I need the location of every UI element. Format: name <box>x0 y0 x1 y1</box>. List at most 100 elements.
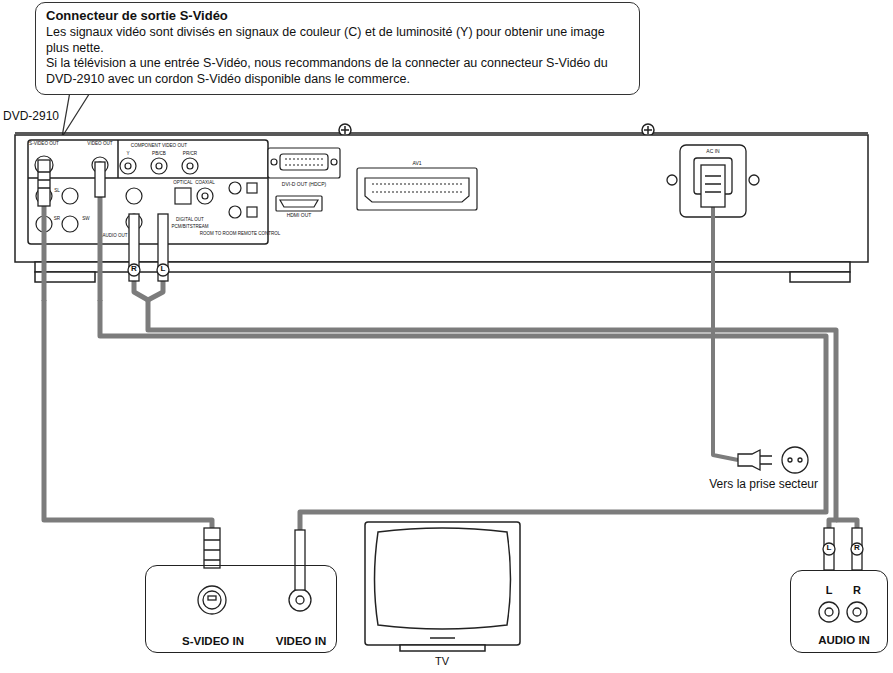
dvd-chassis <box>28 140 268 244</box>
dvd-chassis <box>28 177 268 179</box>
node-label: TV <box>435 655 449 668</box>
dvd-cables <box>42 205 47 301</box>
rear-jacks <box>175 188 191 204</box>
tv-set <box>365 522 520 651</box>
jack-letter: L <box>826 584 833 596</box>
rear-jacks <box>197 188 213 204</box>
dvi-hdmi-scart <box>268 148 340 178</box>
dvi-hdmi-scart <box>357 168 477 210</box>
node-label: AUDIO IN <box>818 634 870 647</box>
power-plug <box>782 447 808 473</box>
port-label: SR <box>54 216 60 221</box>
ac-inlet <box>680 145 746 217</box>
tv-plugs <box>823 543 835 555</box>
port-label: PR/CR <box>183 151 197 156</box>
rear-jacks <box>35 156 257 232</box>
node-label: S-VIDEO IN <box>182 635 244 648</box>
port-label: VIDEO OUT <box>87 141 112 146</box>
rear-jacks <box>125 163 131 169</box>
dvd-chassis <box>341 126 349 134</box>
tv-set <box>375 528 511 629</box>
plug-letter: R <box>854 544 860 553</box>
dvi-hdmi-scart <box>280 154 328 170</box>
jack-letter: R <box>853 584 861 596</box>
port-label: HDMI OUT <box>287 213 312 219</box>
audio-input-panel: AUDIO IN <box>790 570 888 653</box>
power-plug <box>738 447 808 473</box>
dvd-cables <box>44 196 738 460</box>
ac-inlet <box>667 175 677 185</box>
tv-plugs <box>824 528 834 570</box>
port-label: S-VIDEO OUT <box>29 141 59 146</box>
tv-jacks <box>203 591 221 609</box>
port-label: COMPONENT VIDEO OUT <box>131 143 187 148</box>
tv-plugs <box>204 528 220 568</box>
callout-box: Connecteur de sortie S-VidéoLes signaux … <box>35 2 640 95</box>
dvd-chassis <box>644 126 652 134</box>
dvi-hdmi-scart <box>365 178 469 202</box>
dvd-cables <box>148 280 163 300</box>
dvd-plugs <box>705 176 721 192</box>
port-label: Y <box>126 151 129 156</box>
video-input-panel: S-VIDEO INVIDEO IN <box>145 565 337 653</box>
dvi-hdmi-scart <box>268 148 477 211</box>
tv-jacks <box>296 596 304 604</box>
port-label: AV1 <box>412 161 421 167</box>
tv-set <box>430 637 455 639</box>
tv-jacks <box>198 586 867 622</box>
power-plug <box>738 450 760 470</box>
dvd-chassis <box>642 124 654 136</box>
dvd-chassis <box>15 124 868 282</box>
power-plug <box>798 458 802 462</box>
tv-set: TV <box>365 522 520 672</box>
dvd-plugs <box>38 160 50 206</box>
dvd-chassis <box>15 135 868 262</box>
dvd-cables <box>713 205 738 460</box>
tv-set <box>400 645 485 651</box>
rear-jacks <box>126 188 142 204</box>
port-label: AC IN <box>706 149 719 155</box>
tv-plugs <box>295 530 305 590</box>
port-label: COAXIAL <box>195 181 215 186</box>
callout-body: Si la télévision a une entrée S-Vidéo, n… <box>46 56 629 87</box>
port-label: OPTICAL <box>173 181 192 186</box>
port-label: AUDIO OUT <box>102 234 127 239</box>
callout-heading: Connecteur de sortie S-Vidéo <box>46 8 629 24</box>
dvd-plugs <box>128 264 140 276</box>
dvi-hdmi-scart <box>285 159 323 165</box>
port-label: SL <box>54 188 60 193</box>
port-label: DVI-D OUT (HDCP) <box>282 182 326 188</box>
port-label: DIGITAL OUT <box>176 218 204 223</box>
rear-jacks <box>229 206 241 218</box>
dvd-chassis <box>790 272 850 282</box>
dvd-plugs <box>95 162 105 197</box>
tv-set <box>365 522 520 645</box>
dvi-hdmi-scart <box>372 184 462 192</box>
callout-body: Les signaux vidéo sont divisés en signau… <box>46 25 629 56</box>
ac-inlet <box>749 175 759 185</box>
dvd-plugs <box>158 214 168 281</box>
rear-jacks <box>62 216 78 232</box>
dvd-plugs <box>38 172 50 188</box>
dvd-chassis <box>15 132 868 134</box>
tv-jacks <box>853 608 861 616</box>
port-label: PCM/BITSTREAM <box>171 225 208 230</box>
dvd-plugs <box>129 214 139 281</box>
rear-jacks <box>202 193 208 199</box>
rear-jacks <box>187 163 193 169</box>
rear-jacks <box>120 158 136 174</box>
node-label: DVD-2910 <box>3 110 59 124</box>
tv-jacks <box>289 589 311 611</box>
rear-jacks <box>247 207 257 217</box>
dvd-plugs <box>157 264 169 276</box>
dvd-plugs <box>38 160 725 281</box>
rear-jacks <box>62 188 78 204</box>
tv-plugs <box>204 540 220 560</box>
dvd-plugs <box>701 165 725 207</box>
tv-plugs <box>851 543 863 555</box>
dvi-hdmi-scart <box>280 200 318 207</box>
tv-jacks <box>819 602 839 622</box>
